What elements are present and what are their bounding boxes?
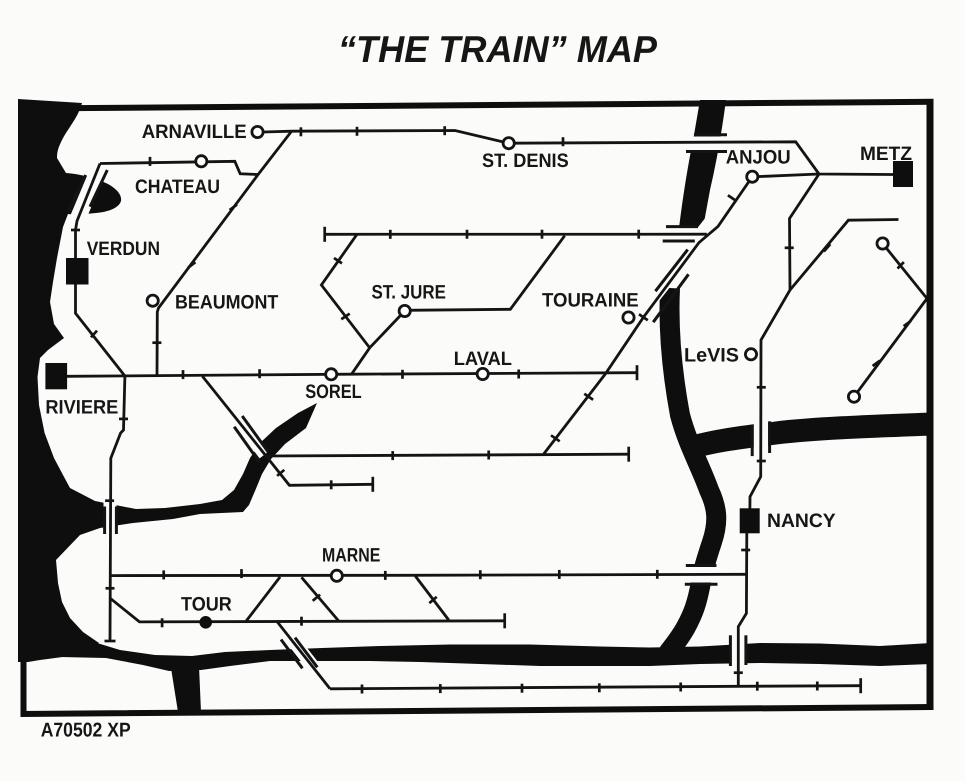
svg-text:METZ: METZ (860, 143, 912, 165)
svg-text:MARNE: MARNE (322, 545, 380, 567)
svg-text:TOUR: TOUR (181, 594, 232, 616)
svg-text:SOREL: SOREL (305, 381, 362, 403)
svg-text:A70502 XP: A70502 XP (41, 720, 131, 742)
svg-text:VERDUN: VERDUN (87, 238, 160, 260)
svg-text:ARNAVILLE: ARNAVILLE (142, 121, 247, 143)
svg-text:BEAUMONT: BEAUMONT (175, 291, 278, 313)
svg-text:TOURAINE: TOURAINE (542, 290, 639, 312)
svg-text:“THE TRAIN” MAP: “THE TRAIN” MAP (338, 28, 658, 70)
svg-text:NANCY: NANCY (767, 510, 836, 532)
svg-text:CHATEAU: CHATEAU (135, 176, 220, 198)
svg-text:ST. DENIS: ST. DENIS (482, 150, 569, 172)
svg-text:LeVIS: LeVIS (684, 345, 739, 367)
svg-text:LAVAL: LAVAL (454, 348, 512, 370)
svg-text:RIVIERE: RIVIERE (45, 396, 118, 418)
svg-text:ST. JURE: ST. JURE (372, 282, 446, 304)
svg-text:ANJOU: ANJOU (726, 146, 791, 168)
